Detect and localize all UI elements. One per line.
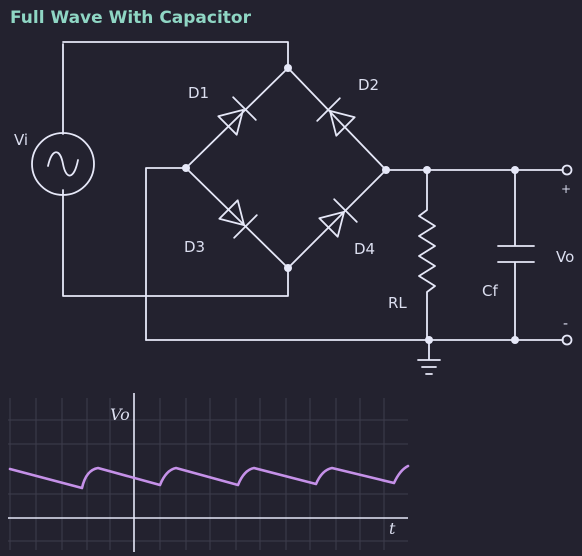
bridge-arm-d2 (287, 67, 387, 171)
output-label: Vo (556, 248, 574, 266)
node-cf-top (511, 166, 519, 174)
graph-y-label: Vo (110, 405, 130, 424)
ac-source-wave (47, 151, 79, 177)
output-minus-sign: - (563, 316, 568, 332)
diode-d3-label: D3 (184, 238, 205, 256)
wire-source-bottom (62, 189, 289, 297)
node-top (284, 64, 292, 72)
source-label: Vi (14, 131, 28, 149)
capacitor-cf-symbol (497, 169, 535, 341)
output-terminal-minus (561, 334, 573, 346)
diode-d4-symbol (318, 198, 358, 238)
resistor-rl-symbol (418, 169, 436, 341)
wire-bridge-left (145, 167, 187, 341)
ac-source-symbol (31, 132, 95, 196)
graph-axes (8, 393, 408, 552)
node-cf-bottom (511, 336, 519, 344)
bridge-arm-d4 (287, 169, 387, 269)
node-rl-top (423, 166, 431, 174)
capacitor-label: Cf (482, 282, 498, 300)
output-terminal-plus (561, 164, 573, 176)
diode-d4-label: D4 (354, 240, 375, 258)
diode-d1-symbol (217, 96, 257, 136)
node-bottom (284, 264, 292, 272)
node-left (182, 164, 190, 172)
node-right (382, 166, 390, 174)
diode-d3-symbol (218, 199, 258, 239)
bridge-arm-d3 (185, 167, 289, 269)
output-plus-sign: + (561, 182, 571, 196)
diode-d2-symbol (316, 97, 356, 137)
load-label: RL (388, 294, 407, 312)
node-rl-bottom (425, 336, 433, 344)
diagram-title: Full Wave With Capacitor (10, 8, 251, 28)
diode-d1-label: D1 (188, 84, 209, 102)
graph-grid (8, 398, 408, 550)
bridge-arm-d1 (185, 67, 289, 169)
ground-symbol (417, 339, 441, 375)
diode-d2-label: D2 (358, 76, 379, 94)
wire-source-top (62, 41, 289, 135)
graph-x-label: t (389, 519, 396, 538)
graph-waveform (8, 464, 410, 490)
